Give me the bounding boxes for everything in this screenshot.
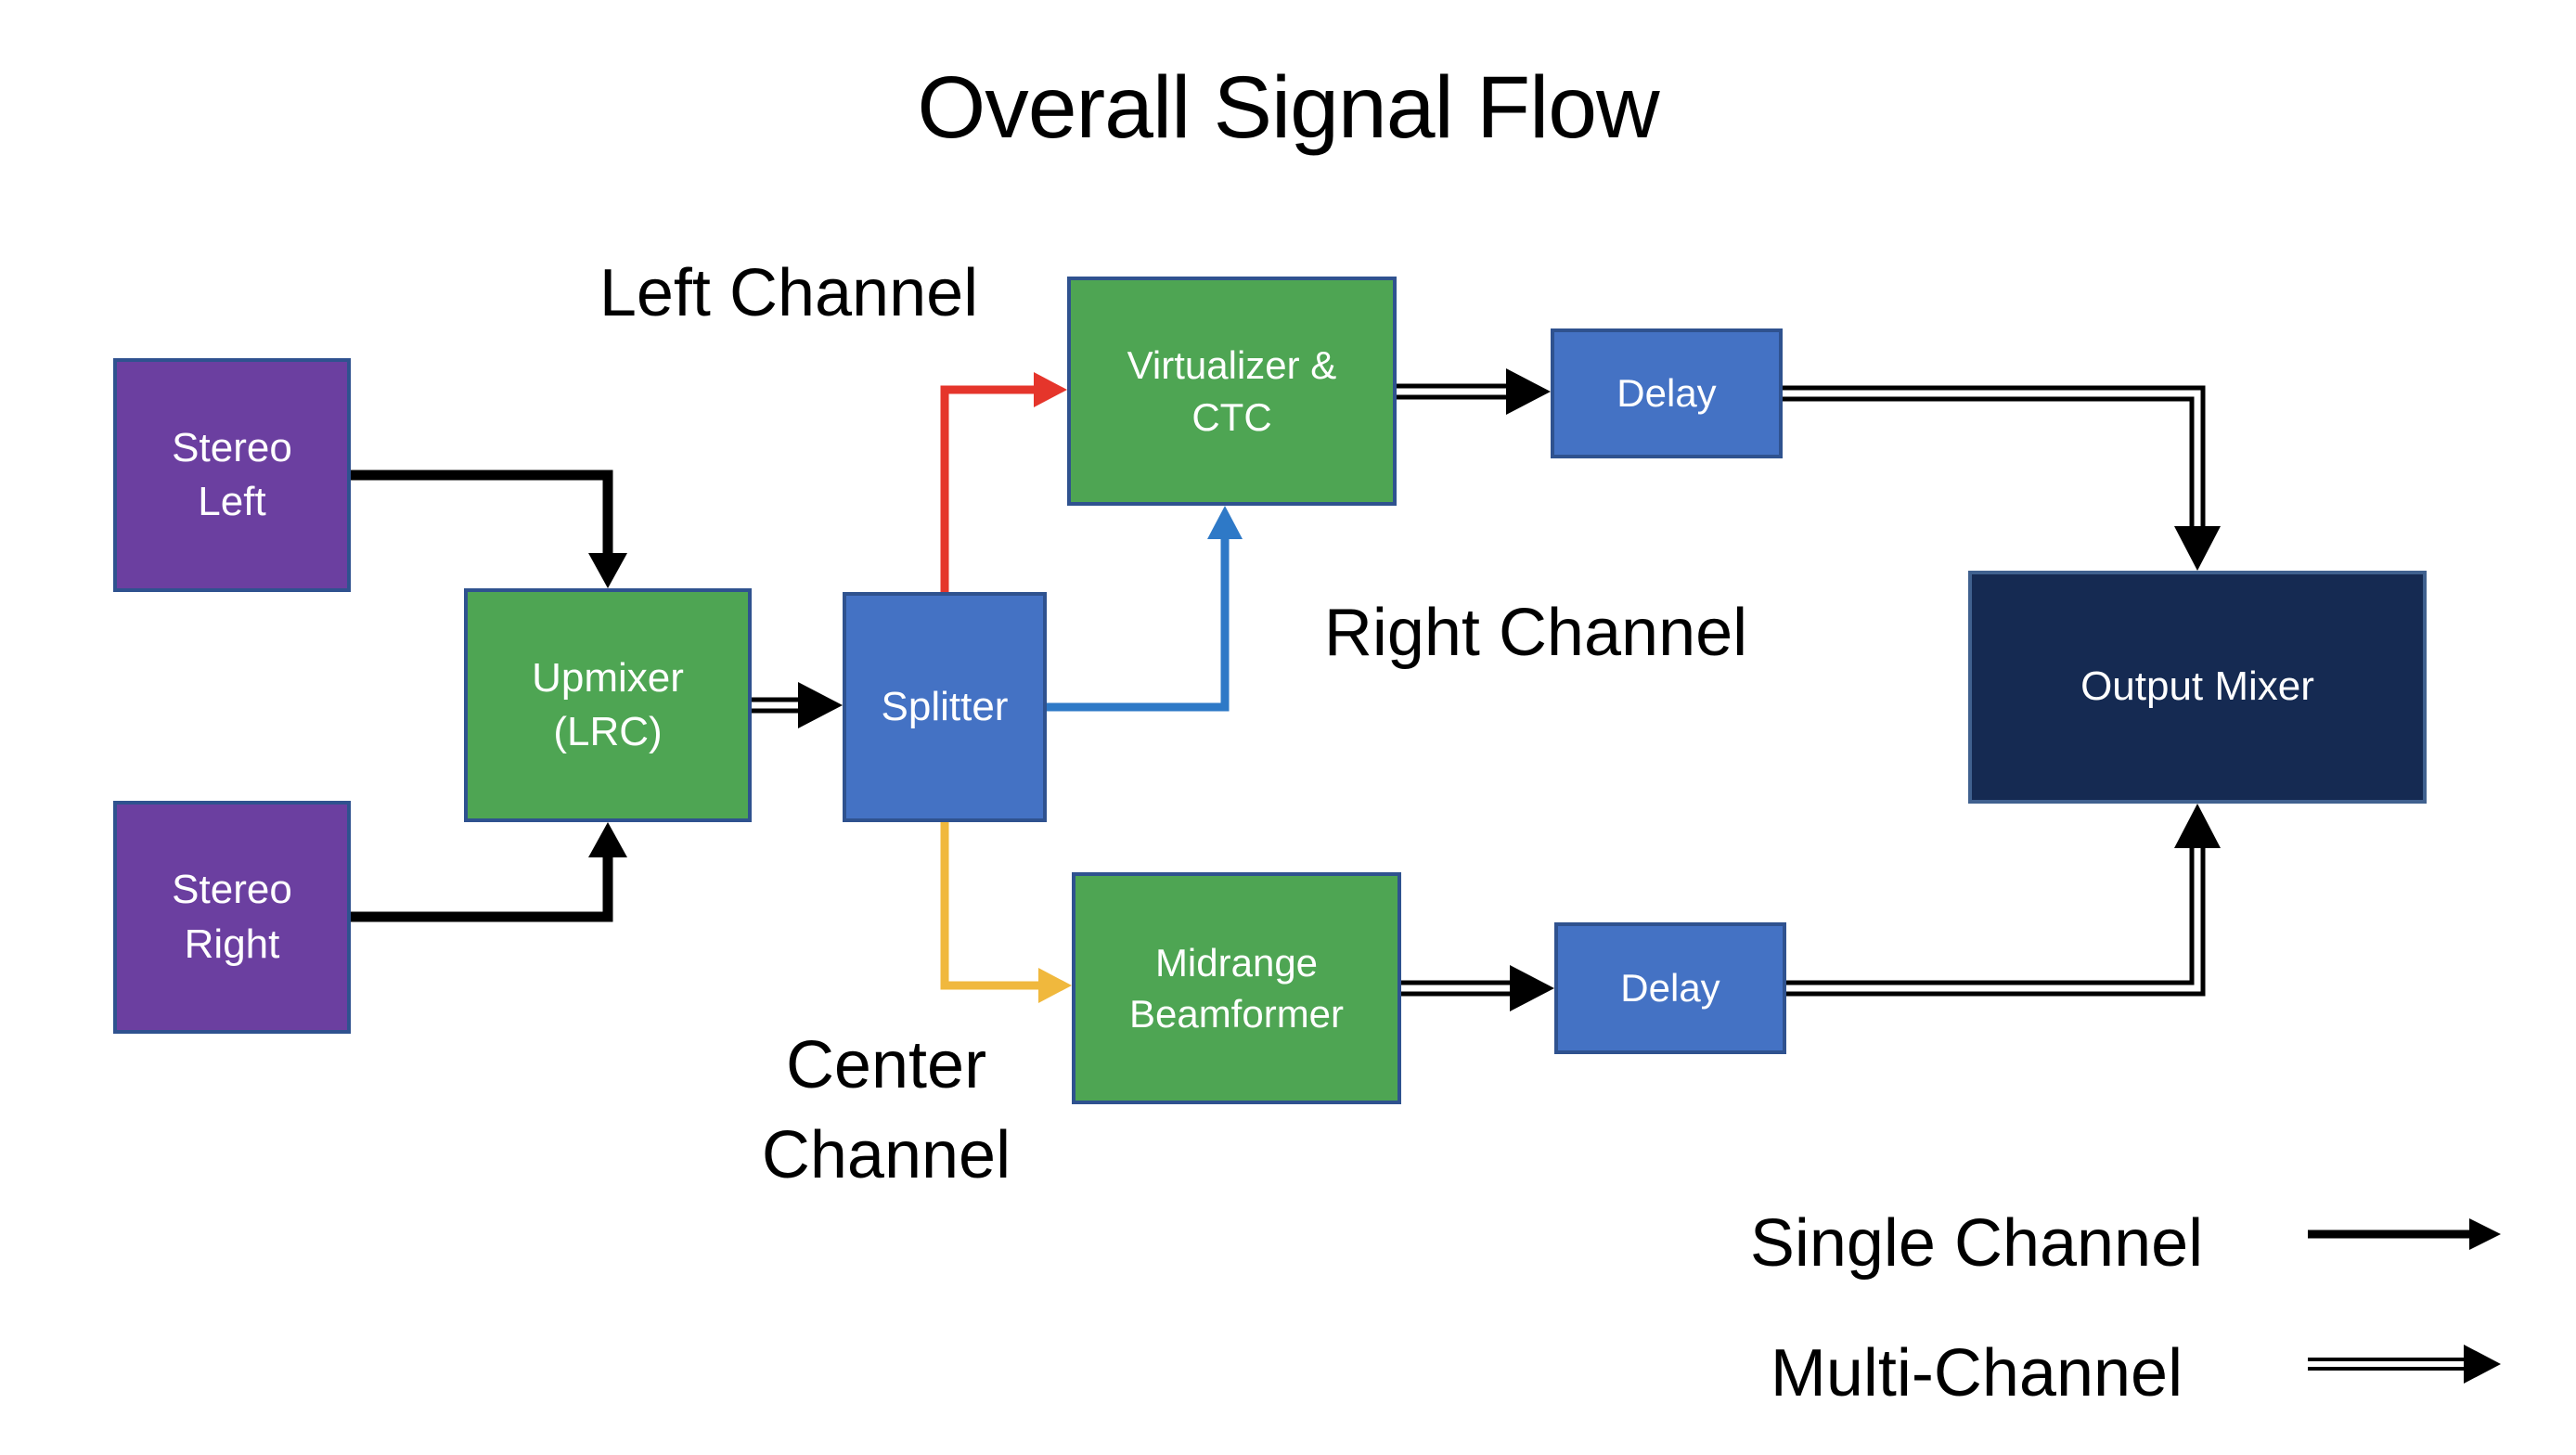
node-delay-top-label: Delay [1616, 371, 1717, 416]
node-stereo-right-line1: Stereo [172, 867, 292, 913]
arrow-virtualizer-to-delay [1397, 368, 1551, 415]
node-upmixer: Upmixer (LRC) [464, 588, 752, 822]
node-virtualizer-ctc-line2: CTC [1191, 394, 1272, 439]
arrow-delay-top-to-output-mixer [1783, 385, 2221, 571]
arrow-splitter-to-virtualizer-left-channel [940, 372, 1067, 592]
legend-single-channel-label: Single Channel [1749, 1206, 2204, 1281]
node-output-mixer-label: Output Mixer [2080, 663, 2314, 710]
node-midrange-beamformer-line2: Beamformer [1128, 992, 1345, 1036]
node-output-mixer: Output Mixer [1968, 571, 2427, 804]
arrow-delay-bottom-to-output-mixer [1786, 804, 2221, 997]
label-left-channel: Left Channel [599, 256, 979, 330]
legend-multi-channel-label: Multi-Channel [1770, 1336, 2183, 1410]
node-stereo-right-line2: Right [184, 921, 280, 967]
label-center-channel: Center Channel [762, 1021, 1011, 1201]
arrow-stereo-left-to-upmixer [351, 470, 627, 588]
node-virtualizer-ctc: Virtualizer & CTC [1067, 277, 1397, 506]
single-channel-arrow-icon [2308, 1218, 2501, 1250]
arrow-upmixer-to-splitter [752, 682, 843, 728]
node-stereo-left-line1: Stereo [172, 424, 292, 470]
node-delay-bottom: Delay [1554, 922, 1786, 1054]
node-stereo-left: Stereo Left [113, 358, 351, 592]
node-midrange-beamformer: Midrange Beamformer [1072, 872, 1401, 1104]
node-splitter-label: Splitter [881, 683, 1009, 729]
node-upmixer-line2: (LRC) [553, 709, 663, 754]
node-delay-bottom-label: Delay [1620, 966, 1720, 1011]
arrow-splitter-to-midrange-center-channel [940, 822, 1072, 1003]
label-center-channel-line2: Channel [761, 1118, 1011, 1193]
node-midrange-beamformer-line1: Midrange [1154, 940, 1319, 985]
arrow-splitter-to-virtualizer-right-channel [1047, 506, 1243, 712]
node-upmixer-line1: Upmixer [532, 654, 684, 701]
node-splitter: Splitter [843, 592, 1047, 822]
node-stereo-right: Stereo Right [113, 801, 351, 1034]
node-virtualizer-ctc-line1: Virtualizer & [1127, 343, 1337, 388]
arrow-midrange-to-delay [1401, 965, 1554, 1011]
label-center-channel-line1: Center [785, 1028, 987, 1102]
arrow-stereo-right-to-upmixer [351, 822, 627, 922]
label-right-channel: Right Channel [1323, 596, 1748, 670]
node-delay-top: Delay [1551, 328, 1783, 458]
multi-channel-arrow-icon [2308, 1345, 2501, 1384]
page-title: Overall Signal Flow [917, 58, 1659, 157]
node-stereo-left-line2: Left [198, 479, 266, 524]
